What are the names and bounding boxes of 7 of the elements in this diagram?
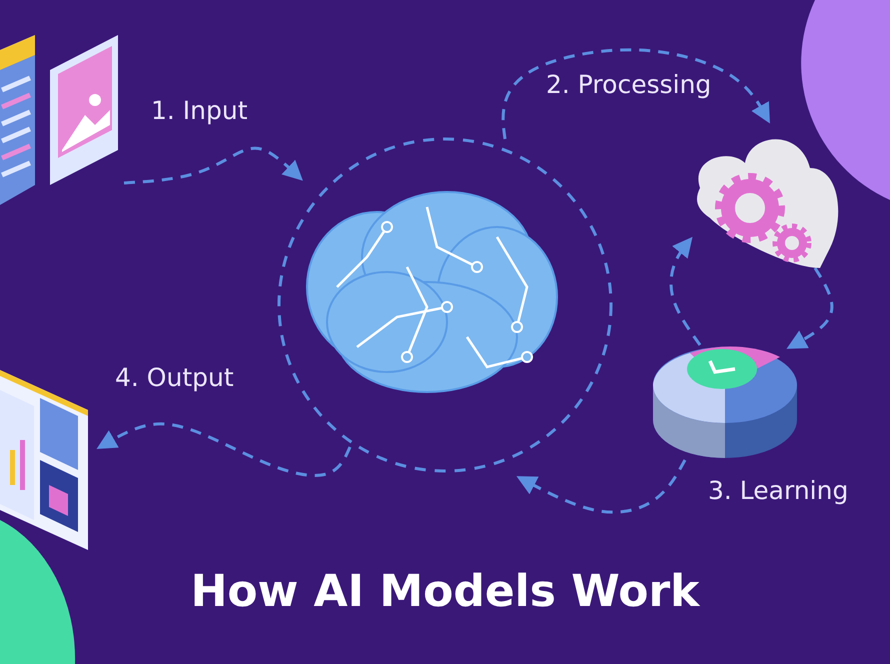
dashed-arrow xyxy=(96,422,352,477)
dashed-arrow xyxy=(124,146,303,184)
title: How AI Models Work xyxy=(190,566,701,617)
dashed-arrow xyxy=(516,459,686,514)
dashed-arrow xyxy=(670,236,702,346)
dashed-arrow xyxy=(502,48,770,140)
dashed-arrow xyxy=(786,267,834,349)
